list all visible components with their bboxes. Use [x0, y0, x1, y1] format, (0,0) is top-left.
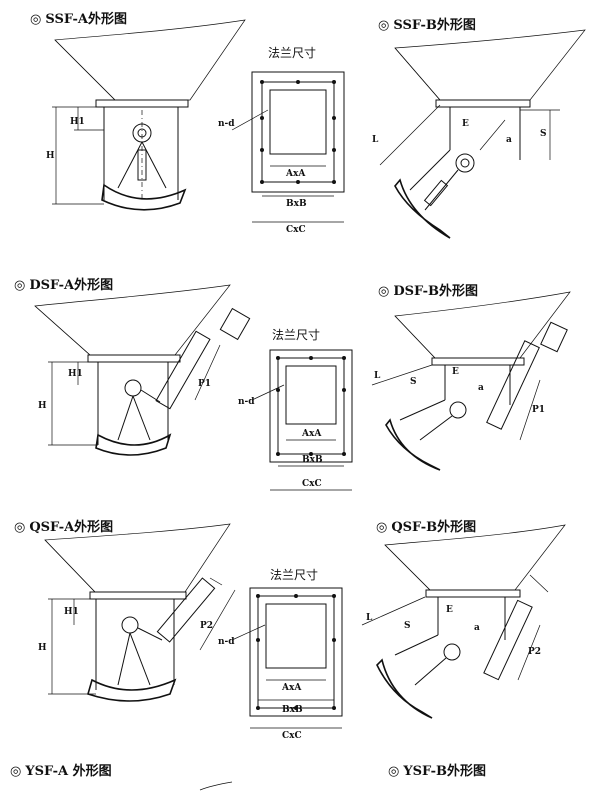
dsf-b-label-p1: P1 [532, 405, 545, 415]
dsf-b-label-l: L [374, 371, 381, 381]
flange-3-label-axa: AxA [281, 683, 302, 693]
flange-3-label-nd: n-d [218, 637, 235, 647]
dsf-a-label-h1: H1 [68, 369, 83, 379]
ssf-b-label-e: E [462, 119, 469, 129]
dsf-b-label-s: S [410, 377, 417, 387]
flange-2-label-nd: n-d [238, 397, 255, 407]
ssf-a-label-h: H [46, 151, 55, 161]
ssf-b-label-s: S [540, 129, 547, 139]
ssf-b-label-a: a [506, 135, 512, 145]
title-dsf-b: ◎DSF-B外形图 [378, 284, 479, 299]
ssf-b-drawing: L S E a [372, 29, 586, 239]
title-ysf-b: ◎YSF-B外形图 [388, 764, 487, 779]
qsf-a-label-h1: H1 [64, 607, 79, 617]
flange-3-label-bxb: BxB [282, 705, 303, 715]
qsf-a-label-h: H [38, 643, 47, 653]
flange-1-drawing: n-d AxA BxB CxC [218, 71, 345, 235]
flange-2-label-axa: AxA [301, 429, 322, 439]
flange-1-label-nd: n-d [218, 119, 235, 129]
flange-3-label-cxc: CxC [282, 731, 302, 741]
qsf-b-label-l: L [366, 613, 373, 623]
flange-title-1: 法兰尺寸 [268, 46, 317, 60]
dsf-a-label-h: H [38, 401, 47, 411]
ssf-b-label-l: L [372, 135, 379, 145]
flange-2-label-bxb: BxB [302, 455, 323, 465]
qsf-b-label-s: S [404, 621, 411, 631]
flange-2-label-cxc: CxC [302, 479, 322, 489]
qsf-b-label-a: a [474, 623, 480, 633]
dsf-b-drawing: L S E a P1 [371, 291, 571, 471]
ysf-a-partial-stroke [199, 781, 233, 791]
title-qsf-b: ◎QSF-B外形图 [376, 520, 477, 535]
dsf-b-label-a: a [478, 383, 484, 393]
ssf-a-drawing: H H1 [46, 19, 246, 211]
flange-2-drawing: n-d AxA BxB CxC [238, 349, 353, 491]
flange-title-2: 法兰尺寸 [272, 328, 321, 342]
dsf-a-label-p1: P1 [198, 379, 211, 389]
qsf-a-drawing: H H1 P2 [38, 523, 236, 702]
qsf-b-label-p2: P2 [528, 647, 541, 657]
qsf-a-label-p2: P2 [200, 621, 213, 631]
qsf-b-label-e: E [446, 605, 453, 615]
title-ssf-b: ◎SSF-B外形图 [378, 18, 476, 33]
flange-1-label-bxb: BxB [286, 199, 307, 209]
qsf-b-drawing: L S E a P2 [361, 524, 566, 719]
flange-3-drawing: n-d AxA BxB CxC [218, 587, 343, 741]
title-dsf-a: ◎DSF-A外形图 [14, 278, 114, 293]
title-ssf-a: ◎SSF-A外形图 [30, 12, 127, 27]
title-qsf-a: ◎QSF-A外形图 [14, 520, 114, 535]
flange-title-3: 法兰尺寸 [270, 568, 319, 582]
ssf-a-label-h1: H1 [70, 117, 85, 127]
dsf-a-drawing: H H1 P1 [34, 284, 251, 456]
flange-1-label-axa: AxA [285, 169, 306, 179]
title-ysf-a: ◎YSF-A 外形图 [10, 764, 112, 779]
dsf-b-label-e: E [452, 367, 459, 377]
flange-1-label-cxc: CxC [286, 225, 306, 235]
